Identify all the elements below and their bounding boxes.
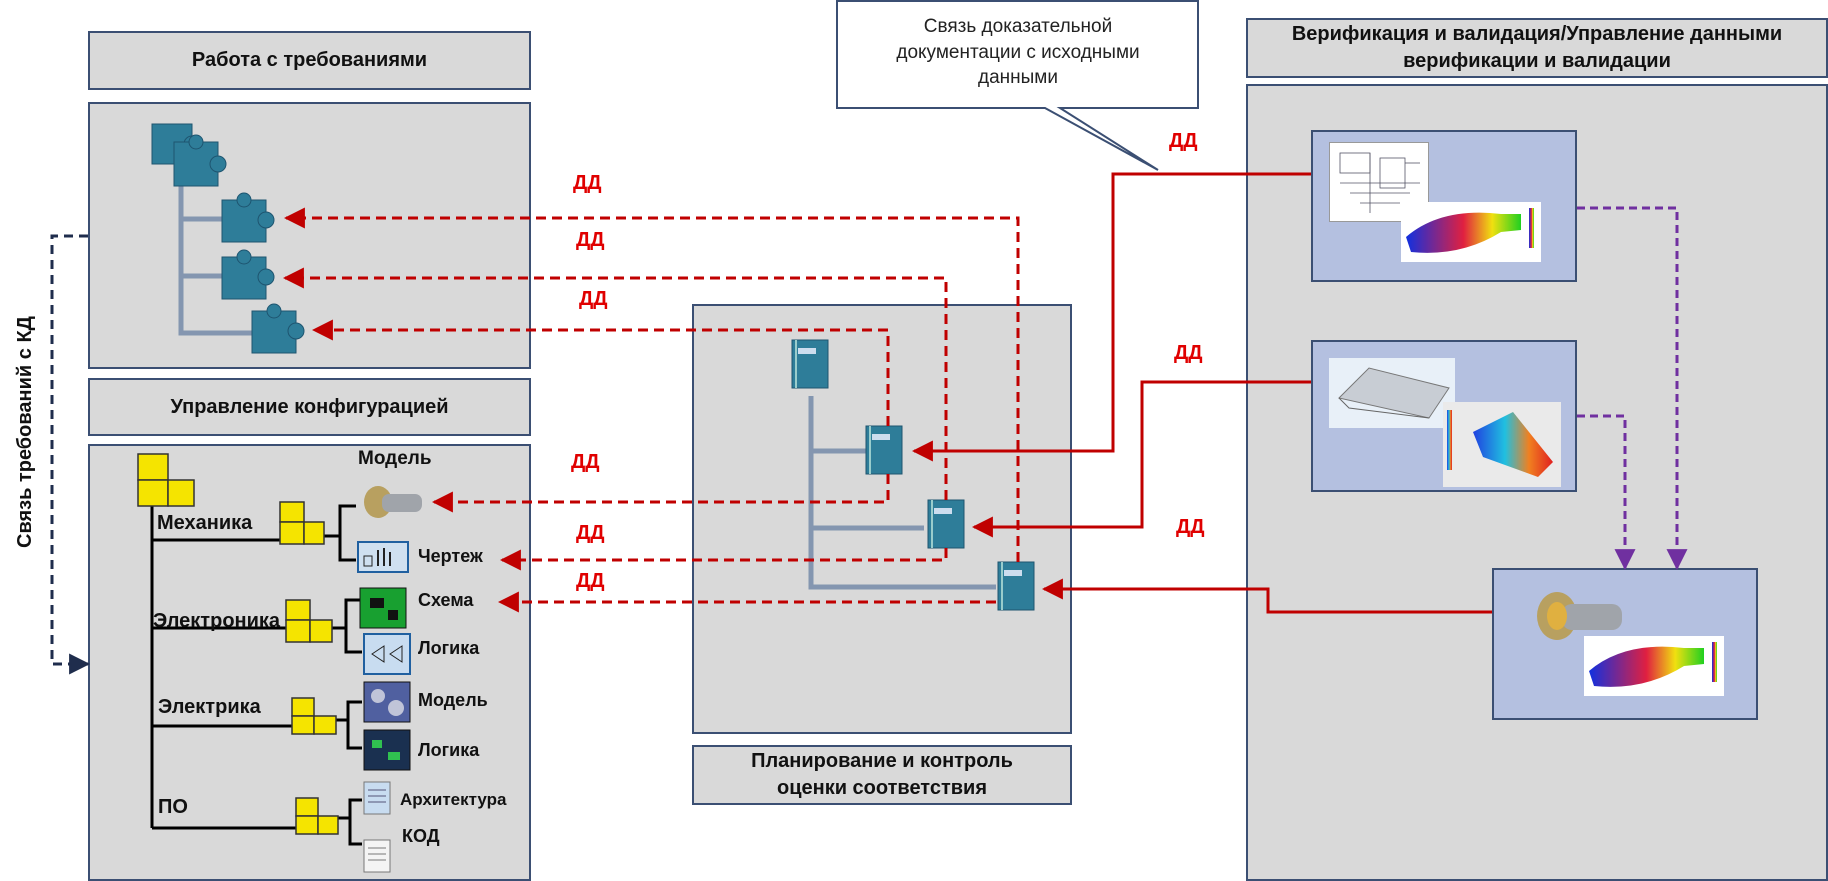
vv-item-schematic-sim[interactable]: [1311, 130, 1577, 282]
drawing-icon: [357, 541, 409, 573]
cube-stack-icon: [291, 697, 337, 735]
wing-thumbnail: [1329, 358, 1455, 428]
item-drawing: Чертеж: [418, 546, 483, 566]
req-link-1: [283, 207, 1020, 562]
puzzle-icon: [173, 134, 227, 187]
item-code: КОД: [402, 826, 440, 846]
dd-label: ДД: [579, 288, 608, 310]
vv-link-3: [1041, 578, 1492, 614]
cube-icons: [137, 453, 339, 835]
engine-thumbnail: [1522, 586, 1632, 646]
verification-header: Верификация и валидация/Управление данны…: [1246, 18, 1828, 78]
document-icon: [927, 499, 965, 549]
req-link-3: [311, 319, 890, 426]
fea-thumbnail: [1443, 402, 1561, 487]
puzzle-icon: [221, 192, 275, 243]
puzzle-icon: [221, 249, 275, 300]
requirements-header: Работа с требованиями: [88, 31, 531, 90]
dd-label: ДД: [573, 172, 602, 194]
vv-link-2: [971, 380, 1311, 538]
planning-title: Планирование и контроль оценки соответст…: [751, 750, 1013, 799]
cube-stack-icon: [295, 797, 339, 835]
dd-label: ДД: [576, 229, 605, 251]
dd-label: ДД: [1176, 516, 1205, 538]
engine-model-icon: [1537, 592, 1622, 640]
planning-tree-lines: [808, 396, 996, 590]
dd-label: ДД: [1169, 130, 1198, 152]
planning-panel: [692, 304, 1072, 734]
configuration-tree-lines: [150, 488, 362, 846]
logic-diagram-icon: [363, 633, 411, 675]
item-logic: Логика: [418, 740, 480, 760]
schematic-icon: [1339, 152, 1420, 213]
vv-flow-1: [1577, 206, 1688, 571]
item-architecture: Архитектура: [400, 790, 507, 809]
fea-result-icon: [1447, 410, 1553, 477]
wing-model-icon: [1338, 367, 1450, 419]
verification-title: Верификация и валидация/Управление данны…: [1291, 23, 1783, 72]
document-icon: [997, 561, 1035, 611]
dd-label: ДД: [576, 522, 605, 544]
item-schema: Схема: [418, 590, 474, 610]
branch-electrics: Электрика: [158, 696, 261, 718]
cfg-link-model: [431, 474, 890, 513]
code-doc-icon: [363, 839, 391, 873]
cfg-link-drawing: [499, 548, 948, 571]
req-link-2: [282, 267, 948, 500]
document-icon: [791, 339, 829, 389]
puzzle-icon: [251, 303, 305, 354]
item-model: Модель: [418, 690, 488, 710]
dd-label: ДД: [1174, 342, 1203, 364]
item-logic: Логика: [418, 638, 480, 658]
pcb-icon: [359, 587, 407, 629]
configuration-header: Управление конфигурацией: [88, 378, 531, 436]
side-link: [50, 234, 91, 675]
harness-model-icon: [363, 681, 411, 723]
config-header-model: Модель: [358, 448, 432, 469]
cube-stack-icon: [137, 453, 195, 507]
config-item-icons: [357, 486, 422, 873]
planning-header: Планирование и контроль оценки соответст…: [692, 745, 1072, 805]
sim-thumbnail: [1401, 202, 1541, 262]
branch-electronics: Электроника: [153, 610, 281, 632]
cube-stack-icon: [279, 501, 325, 545]
branch-mechanics: Механика: [157, 512, 253, 534]
branch-software: ПО: [158, 796, 188, 818]
architecture-doc-icon: [363, 781, 391, 815]
callout-text: Связь доказательной документации с исход…: [896, 16, 1140, 89]
engine-sim-thumbnail: [1584, 636, 1724, 696]
requirements-tree-lines: [178, 170, 252, 336]
fluid-sim-icon: [1406, 208, 1534, 253]
vv-item-wing-fea[interactable]: [1311, 340, 1577, 492]
vv-flow-2: [1577, 414, 1636, 571]
document-icon: [865, 425, 903, 475]
cube-stack-icon: [285, 599, 333, 643]
vv-link-1: [911, 172, 1311, 462]
dd-label: ДД: [571, 451, 600, 473]
harness-logic-icon: [363, 729, 411, 771]
fluid-sim-icon: [1589, 642, 1717, 687]
requirements-title: Работа с требованиями: [191, 49, 428, 71]
configuration-title: Управление конфигурацией: [170, 395, 449, 418]
requirement-puzzle-icons: [151, 123, 305, 354]
dd-label: ДД: [576, 570, 605, 592]
engine-model-icon: [364, 486, 422, 518]
planning-doc-icons: [791, 339, 1035, 611]
